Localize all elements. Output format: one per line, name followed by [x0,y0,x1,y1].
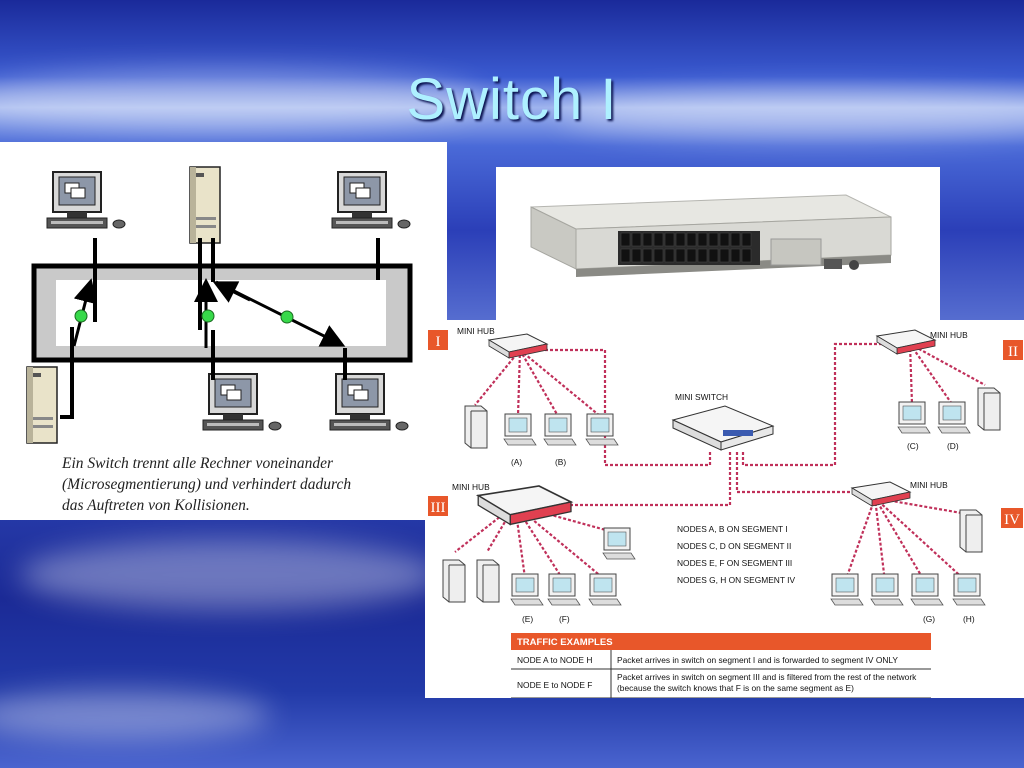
mini-switch-icon [671,405,775,451]
mini-hub-label: MINI HUB [910,480,948,490]
svg-text:III: III [431,500,446,516]
segment-note: NODES E, F ON SEGMENT III [677,558,792,568]
computer-icon [329,373,409,431]
traffic-description: (because the switch knows that F is on t… [617,683,854,693]
computer-icon [543,413,577,446]
segment-badge: III [428,496,448,516]
node-label: (A) [511,457,522,467]
server-icon [26,366,58,444]
computer-icon [547,573,581,606]
computer-icon [510,573,544,606]
caption-line: (Microsegmentierung) und verhindert dadu… [62,476,351,493]
connection-dot-icon [74,309,88,323]
segment-note: NODES G, H ON SEGMENT IV [677,575,795,585]
segment-note: NODES A, B ON SEGMENT I [677,524,788,534]
mini-hub-label: MINI HUB [930,330,968,340]
mini-hub-icon [477,485,572,526]
svg-text:I: I [436,334,441,350]
segment-badge: I [428,330,448,350]
computer-icon [331,171,411,229]
traffic-description: Packet arrives in switch on segment III … [617,672,917,682]
traffic-table-header: TRAFFIC EXAMPLES [517,637,613,648]
connection-dot-icon [201,309,215,323]
slide-title: Switch I [406,67,618,132]
server-icon [442,559,466,603]
switch-photo [496,167,940,323]
switch-segmentation-diagram: Ein Switch trennt alle Rechner voneinand… [0,142,447,520]
computer-icon [830,573,864,606]
server-icon [977,387,1001,431]
computer-icon [897,401,931,434]
computer-icon [585,413,619,446]
node-label: (B) [555,457,566,467]
svg-text:II: II [1008,344,1018,360]
node-label: (H) [963,614,975,624]
caption-line: das Auftreten von Kollisionen. [62,497,250,514]
computer-icon [910,573,944,606]
mini-switch-label: MINI SWITCH [675,392,728,402]
server-icon [464,405,488,449]
computer-icon [870,573,904,606]
computer-icon [588,573,622,606]
computer-icon [937,401,971,434]
node-label: (G) [923,614,935,624]
traffic-route: NODE E to NODE F [517,680,592,690]
traffic-examples-table: TRAFFIC EXAMPLES NODE A to NODE H Packet… [511,633,931,699]
node-label: (D) [947,441,959,451]
mini-hub-icon [876,329,936,355]
node-label: (C) [907,441,919,451]
mini-hub-icon [488,333,548,359]
connection-dot-icon [280,310,294,324]
arrow-icon [212,281,251,303]
node-label: (F) [559,614,570,624]
network-segments-diagram: MINI HUB MINI HUB MINI HUB MINI HUB MINI… [425,320,1024,699]
computer-icon [952,573,986,606]
segment-badge: IV [1001,508,1023,528]
mini-hub-label: MINI HUB [457,326,495,336]
segment-badge: II [1003,340,1023,360]
segment-note: NODES C, D ON SEGMENT II [677,541,791,551]
port-grid-icon [618,231,760,265]
traffic-route: NODE A to NODE H [517,655,592,665]
svg-text:IV: IV [1004,512,1020,528]
server-icon [189,166,221,244]
mini-hub-label: MINI HUB [452,482,490,492]
node-label: (E) [522,614,533,624]
computer-icon [46,171,126,229]
server-icon [476,559,500,603]
computer-icon [602,527,636,560]
server-icon [959,509,983,553]
computer-icon [202,373,282,431]
computer-icon [503,413,537,446]
caption-line: Ein Switch trennt alle Rechner voneinand… [61,455,334,472]
traffic-description: Packet arrives in switch on segment I an… [617,655,898,665]
